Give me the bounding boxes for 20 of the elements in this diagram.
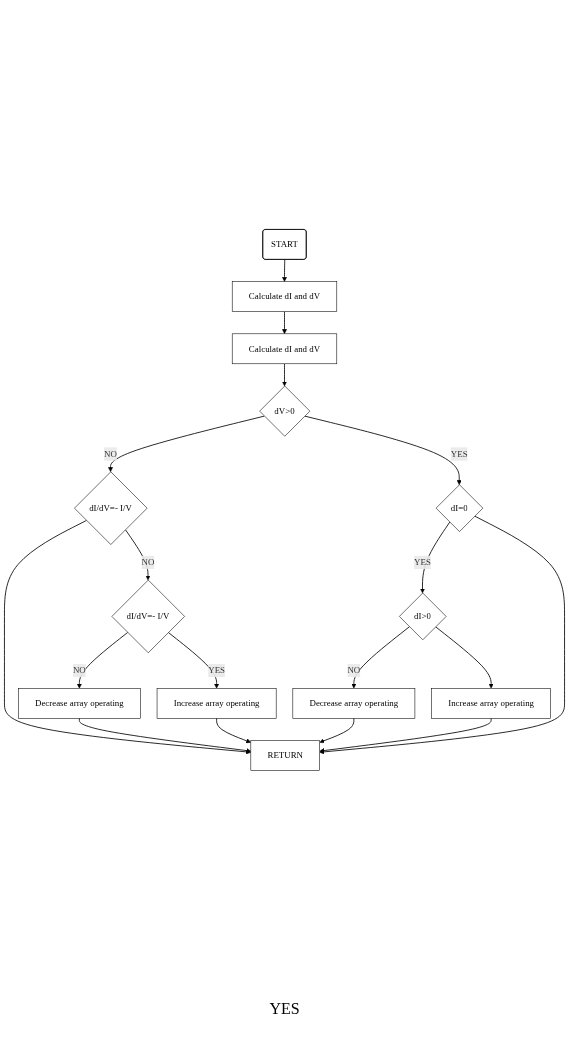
node-box: Increase array operating — [156, 688, 277, 719]
node-diamond: dI=0 — [435, 484, 484, 532]
edge-label: NO — [72, 665, 86, 676]
node-diamond: dI>0 — [399, 592, 447, 641]
node-box: Calculate dI and dV — [231, 281, 338, 312]
node-box: RETURN — [250, 740, 320, 771]
branch-label: YES — [269, 1000, 300, 1017]
node-box: Decrease array operating — [18, 688, 141, 719]
node-diamond: dV>0 — [259, 385, 311, 437]
node-box: Calculate dI and dV — [231, 333, 338, 365]
edge-label: NO — [141, 557, 155, 567]
edge-label: YES — [450, 449, 468, 459]
edge-label: NO — [347, 665, 361, 676]
node-diamond: dI/dV=- I/V — [111, 579, 185, 654]
edge-label: YES — [208, 665, 226, 676]
node-box: Increase array operating — [431, 688, 551, 719]
node-diamond: dI/dV=- I/V — [74, 471, 148, 545]
node-box: Decrease array operating — [292, 688, 416, 719]
edge-label: YES — [414, 557, 431, 567]
edge-label: NO — [104, 449, 117, 459]
